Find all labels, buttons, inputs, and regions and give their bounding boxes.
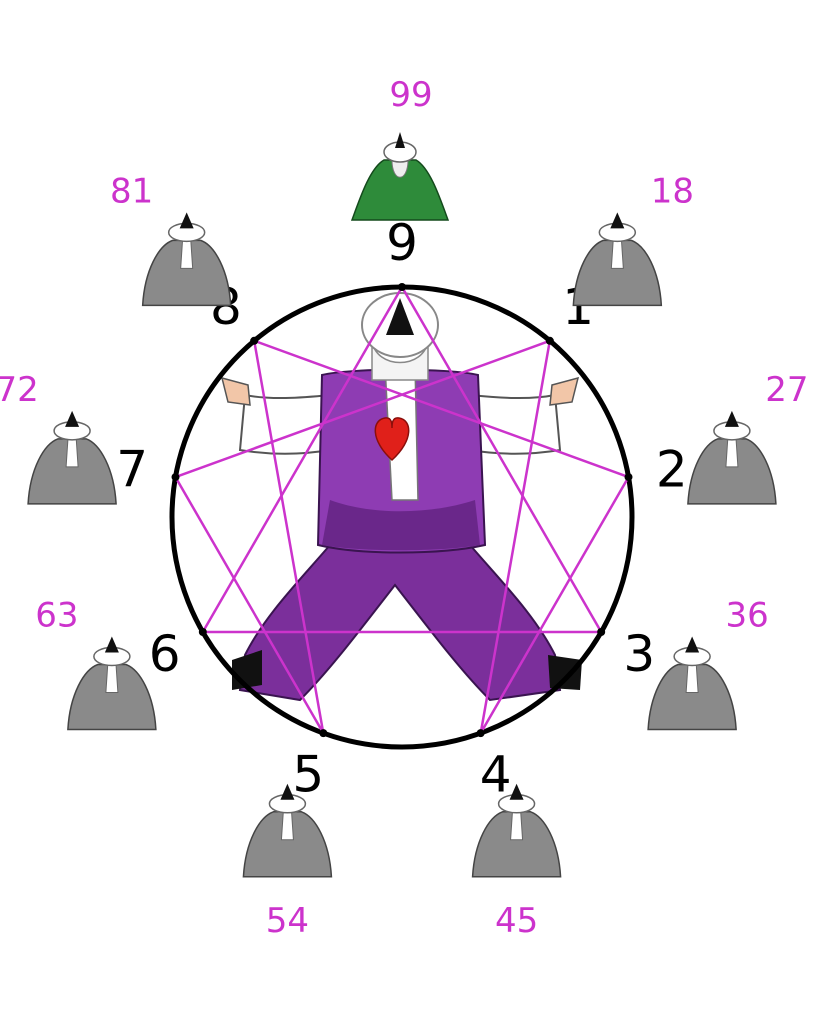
multiple-label-4: 45 [495,901,538,941]
point-marker-5 [319,729,328,738]
center-dervish-figure [220,292,582,702]
point-label-6: 6 [149,625,181,683]
dervish-figure-3 [647,636,737,731]
point-marker-2 [624,473,633,482]
dervish-figure-5 [242,783,333,878]
point-marker-7 [171,473,180,482]
point-label-5: 5 [292,745,324,803]
surrounding-dervishes [27,132,777,878]
dervish-figure-7 [27,410,117,505]
dervish-figure-9 [350,132,450,221]
dervish-figure-4 [471,783,562,878]
point-label-4: 4 [480,745,512,803]
multiple-label-2: 27 [765,370,808,410]
dervish-hat [386,298,414,335]
point-marker-3 [597,628,606,636]
multiple-label-1: 18 [651,171,694,211]
multiple-label-3: 36 [725,596,768,636]
multiple-label-5: 54 [266,901,309,941]
point-label-3: 3 [623,625,655,683]
dervish-vest-shade [322,500,480,551]
right-boot [548,655,582,690]
point-label-9: 9 [386,214,418,272]
point-marker-9 [398,283,406,291]
dervish-beard [371,339,429,381]
multiple-label-7: 72 [0,370,39,410]
multiple-label-6: 63 [35,596,78,636]
point-marker-6 [198,628,207,636]
multiple-label-9: 99 [389,75,432,115]
dervish-figure-6 [67,636,157,731]
multiple-label-8: 81 [110,171,153,211]
dervish-figure-1 [572,212,663,307]
heart-icon [374,417,410,462]
point-marker-4 [476,729,485,738]
enneagram-triangle [201,285,603,634]
dervish-figure-8 [141,212,232,307]
dervish-trousers [238,544,562,702]
point-label-2: 2 [656,440,688,498]
point-marker-1 [545,336,554,345]
enneagram-point-markers [171,283,633,738]
left-sleeve [238,393,331,455]
point-label-7: 7 [116,440,148,498]
dervish-figure-2 [687,410,777,505]
point-marker-8 [250,336,259,345]
right-hand [549,376,580,406]
left-hand [220,376,251,406]
